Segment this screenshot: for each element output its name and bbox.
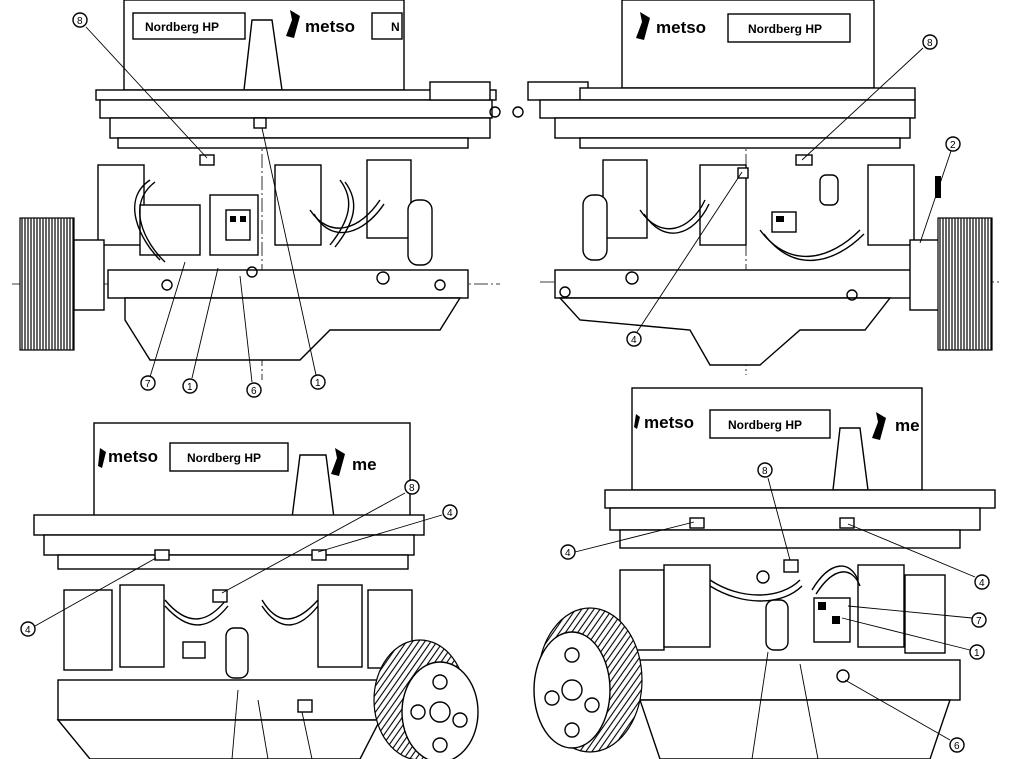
view-4: metso Nordberg HP me bbox=[533, 387, 996, 759]
view-1: Nordberg HP N metso bbox=[12, 0, 501, 398]
pulley-v2 bbox=[937, 217, 993, 351]
svg-text:Nordberg HP: Nordberg HP bbox=[728, 418, 802, 432]
svg-text:7: 7 bbox=[145, 379, 151, 390]
svg-text:1: 1 bbox=[315, 378, 321, 389]
svg-text:6: 6 bbox=[251, 386, 257, 397]
callouts-v4: 8 4 4 7 1 6 bbox=[560, 462, 990, 759]
nordberg-label: Nordberg HP bbox=[145, 20, 219, 34]
svg-text:8: 8 bbox=[927, 38, 933, 49]
svg-text:7: 7 bbox=[976, 616, 982, 627]
svg-text:Nordberg HP: Nordberg HP bbox=[748, 22, 822, 36]
svg-text:Nordberg HP: Nordberg HP bbox=[187, 451, 261, 465]
callouts-v3: 8 4 4 bbox=[20, 479, 458, 759]
svg-text:me: me bbox=[895, 416, 920, 435]
pulley-v4 bbox=[533, 607, 643, 753]
svg-text:4: 4 bbox=[631, 335, 637, 346]
svg-text:me: me bbox=[352, 455, 377, 474]
svg-text:2: 2 bbox=[950, 140, 956, 151]
metso-logo-text: metso bbox=[305, 17, 355, 36]
svg-text:4: 4 bbox=[565, 548, 571, 559]
svg-text:metso: metso bbox=[656, 18, 706, 37]
callouts-v1: 8 7 1 6 1 bbox=[72, 12, 326, 398]
pulley-v1 bbox=[19, 217, 75, 351]
svg-text:1: 1 bbox=[974, 648, 980, 659]
svg-text:8: 8 bbox=[762, 466, 768, 477]
view-2: metso Nordberg HP bbox=[512, 0, 1000, 375]
svg-text:8: 8 bbox=[409, 483, 415, 494]
svg-text:8: 8 bbox=[77, 16, 83, 27]
svg-text:4: 4 bbox=[25, 625, 31, 636]
pulley-v3 bbox=[373, 639, 479, 759]
svg-text:metso: metso bbox=[108, 447, 158, 466]
svg-text:4: 4 bbox=[447, 508, 453, 519]
svg-text:6: 6 bbox=[954, 741, 960, 752]
svg-text:1: 1 bbox=[187, 382, 193, 393]
svg-text:N: N bbox=[391, 20, 400, 34]
view-3: metso Nordberg HP me bbox=[20, 422, 479, 759]
svg-text:metso: metso bbox=[644, 413, 694, 432]
callouts-v2: 8 2 4 bbox=[626, 34, 961, 347]
svg-text:4: 4 bbox=[979, 578, 985, 589]
